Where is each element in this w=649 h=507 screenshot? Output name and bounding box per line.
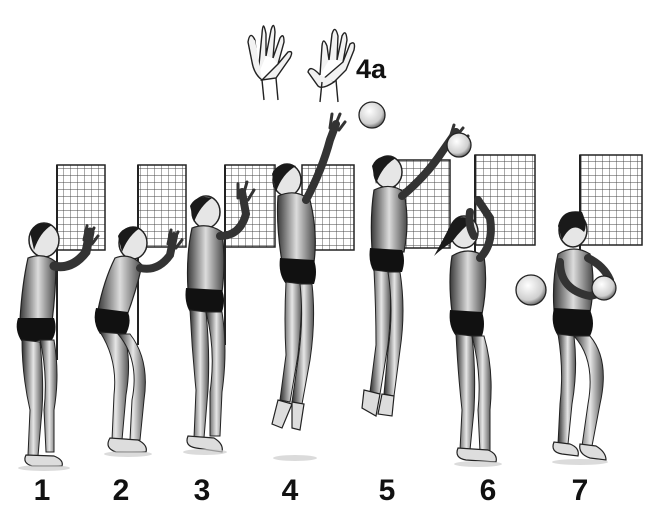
frame-number-2: 2 <box>112 474 130 507</box>
frame-number-4: 4 <box>281 474 299 507</box>
right-hand-icon <box>307 28 356 103</box>
held-ball-icon <box>591 275 617 301</box>
nets <box>56 154 643 360</box>
net-7 <box>579 154 643 246</box>
ball-icon <box>358 101 386 129</box>
ball-icon <box>446 132 472 158</box>
net-6 <box>474 154 536 246</box>
figure-5 <box>361 123 470 417</box>
hands-label: 4a <box>356 54 387 84</box>
frame-number-5: 5 <box>378 474 396 507</box>
figure-4 <box>271 112 347 431</box>
figure-3 <box>185 180 256 453</box>
figure-2 <box>94 226 184 453</box>
figure-7 <box>552 211 617 461</box>
frame-number-3: 3 <box>193 474 211 507</box>
figure-1 <box>16 222 100 467</box>
frame-number-1: 1 <box>33 474 51 507</box>
left-hand-icon <box>247 24 293 101</box>
frame-number-7: 7 <box>571 474 589 507</box>
hands-detail <box>247 24 356 103</box>
ball-icon <box>515 274 547 306</box>
figure-6 <box>434 196 497 463</box>
frame-number-6: 6 <box>479 474 497 507</box>
